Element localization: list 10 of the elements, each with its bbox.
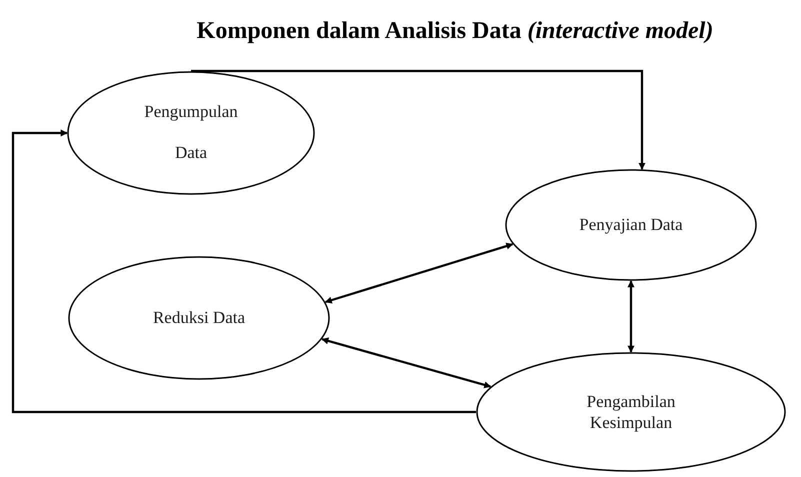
node-label: Reduksi Data	[152, 306, 246, 329]
node-label: Pengumpulan Data	[143, 101, 239, 164]
arrow	[12, 130, 476, 414]
arrow	[191, 70, 646, 170]
diagram-title: Komponen dalam Analisis Data (interactive model)	[196, 18, 714, 45]
arrow	[324, 242, 514, 304]
arrow	[628, 280, 634, 353]
node-label: Pengambilan Kesimpulan	[586, 390, 676, 434]
arrow	[321, 338, 492, 388]
node-label: Penyajian Data	[578, 214, 684, 236]
